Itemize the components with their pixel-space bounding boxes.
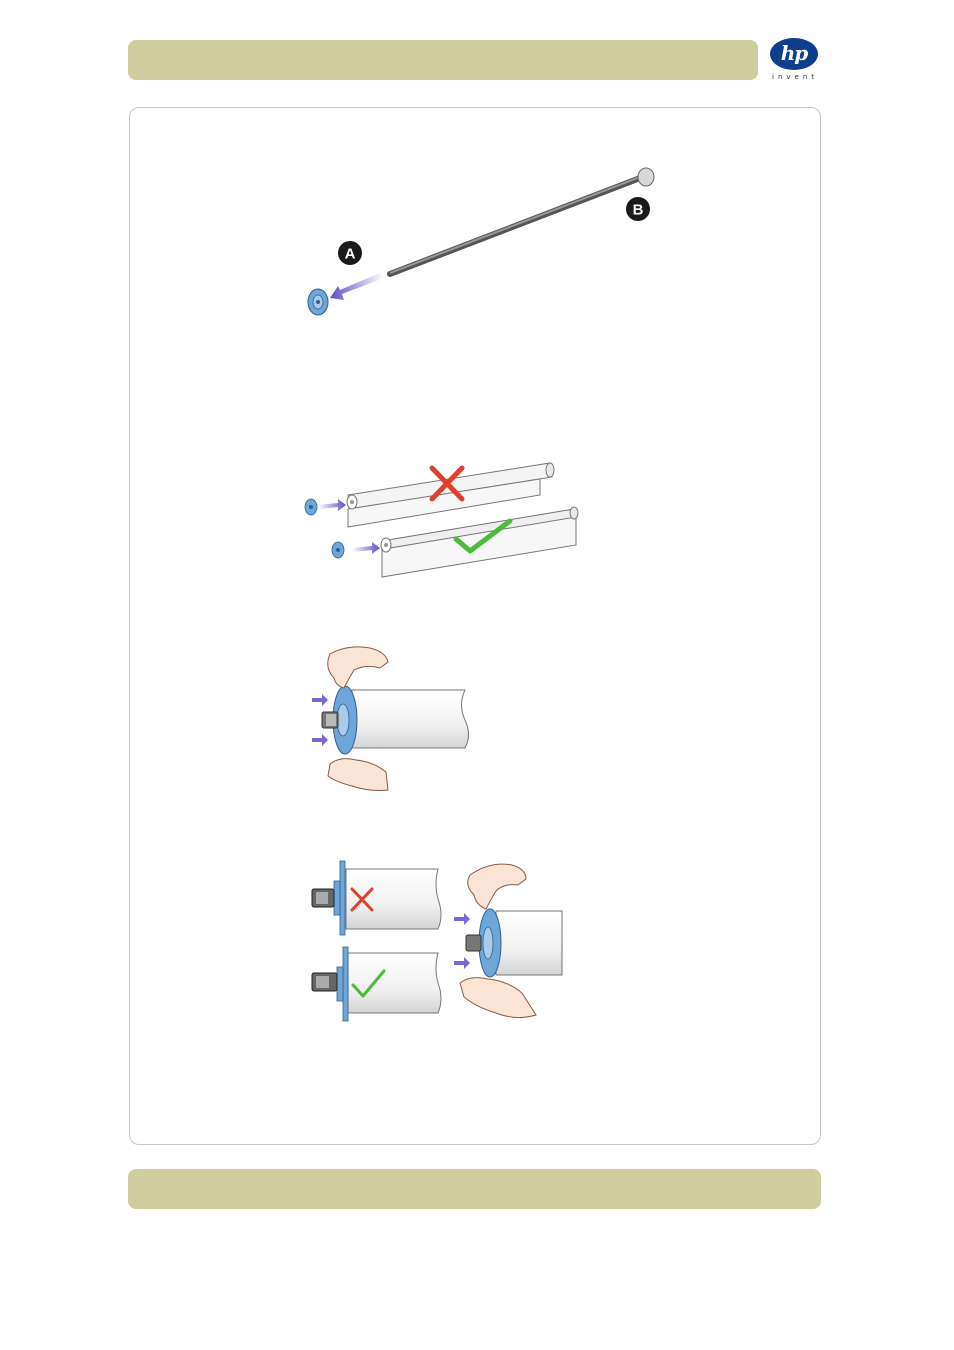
figure-hub-seating (300, 855, 570, 1030)
header-bar (128, 40, 758, 80)
logo-text: hp (768, 41, 820, 65)
hub-icon (312, 947, 348, 1021)
hp-logo-icon: hp invent (768, 38, 822, 86)
paper-roll-icon (496, 911, 562, 975)
push-arrow-icon (318, 499, 346, 511)
hub-icon (322, 686, 357, 754)
label-a-badge: A (338, 241, 362, 265)
label-b: B (633, 202, 644, 219)
logo-tagline: invent (772, 73, 818, 81)
hub-icon (332, 542, 344, 558)
hub-icon (466, 909, 501, 977)
figure-insert-hub (300, 640, 480, 800)
label-b-badge: B (626, 197, 650, 221)
hub-icon (305, 499, 317, 515)
spindle-rod-icon (390, 168, 654, 274)
footer-bar (128, 1169, 821, 1209)
hub-icon (312, 861, 345, 935)
hub-icon (308, 289, 328, 315)
push-arrow-icon (352, 542, 380, 554)
paper-roll-icon (352, 690, 469, 748)
figure-roll-orientation (300, 455, 590, 585)
paper-roll-icon (348, 953, 441, 1013)
push-arrow-icon (330, 272, 384, 300)
figure-spindle: B A (300, 160, 670, 330)
label-a: A (345, 246, 356, 263)
